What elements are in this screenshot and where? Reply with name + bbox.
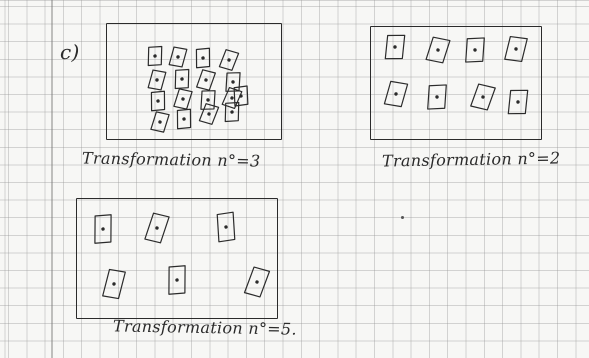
tile-transformation-3 [174, 108, 193, 129]
tile-transformation-2 [426, 37, 450, 64]
tile-transformation-3 [169, 47, 187, 68]
tile-transformation-3 [174, 88, 192, 109]
tile-transformation-3 [199, 90, 217, 111]
caption-transformation-3: Transformation n°=3 [82, 148, 261, 170]
tile-transformation-3 [148, 70, 166, 91]
tile-transformation-2 [425, 84, 448, 110]
tile-transformation-2 [471, 83, 496, 110]
tile-transformation-5 [165, 265, 189, 296]
tile-transformation-3 [193, 47, 212, 68]
tile-transformation-2 [384, 34, 407, 59]
tile-transformation-3 [199, 103, 219, 125]
tile-transformation-3 [146, 45, 164, 66]
tile-transformation-3 [219, 49, 239, 71]
tile-transformation-3 [223, 101, 241, 122]
tile-transformation-2 [505, 36, 528, 61]
caption-transformation-5: Transformation n°=5. [113, 316, 297, 338]
caption-transformation-2: Transformation n°=2 [382, 148, 561, 170]
tile-transformation-5 [103, 269, 126, 299]
pencil-speck [401, 216, 404, 219]
tile-transformation-5 [244, 266, 269, 298]
tile-transformation-3 [173, 68, 191, 89]
tile-transformation-2 [384, 81, 407, 107]
tile-transformation-5 [213, 211, 238, 243]
tile-transformation-5 [145, 212, 170, 243]
tile-transformation-5 [91, 214, 115, 245]
tile-transformation-2 [463, 37, 486, 63]
tile-transformation-3 [151, 111, 169, 132]
tile-transformation-3 [148, 90, 167, 111]
tile-transformation-3 [196, 69, 215, 90]
tile-transformation-2 [507, 89, 530, 114]
tile-transformation-3 [231, 85, 251, 107]
